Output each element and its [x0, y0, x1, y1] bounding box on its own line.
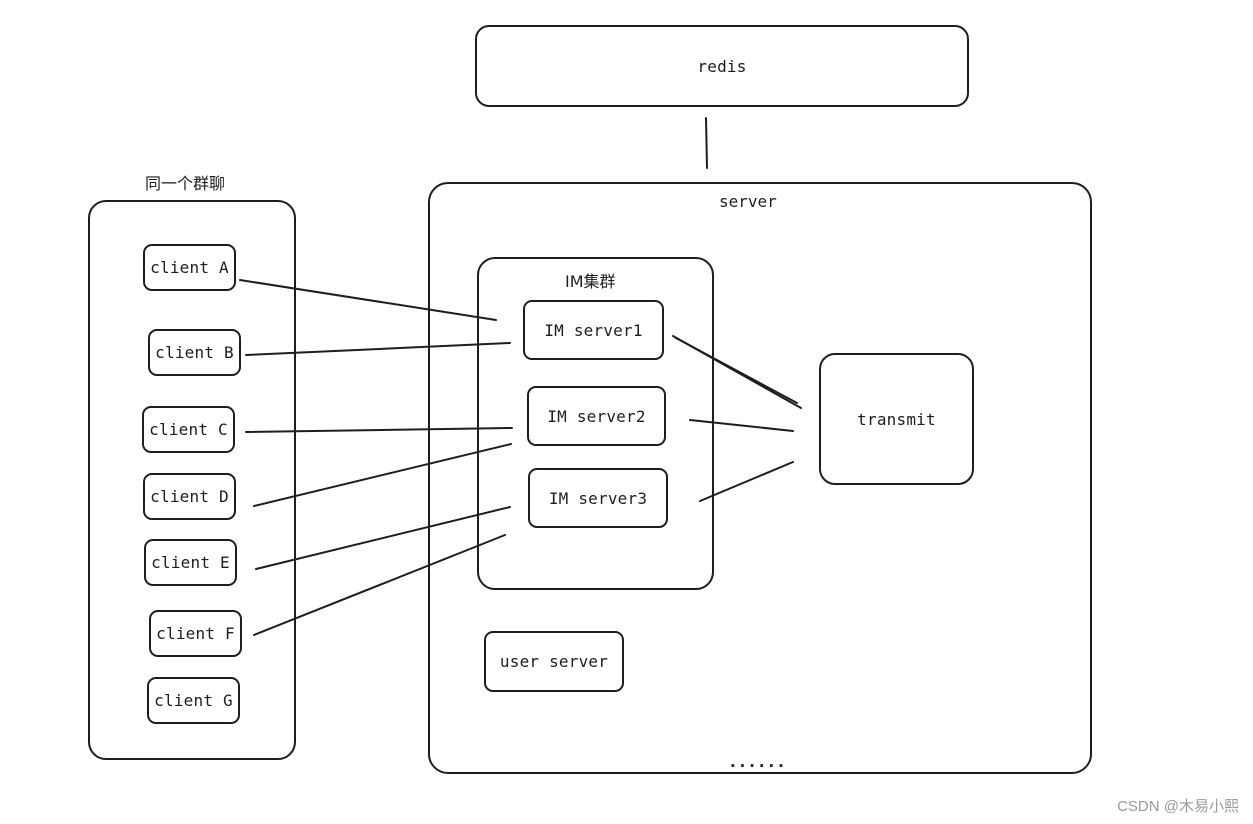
client-label: client D [150, 487, 229, 506]
user-server-label: user server [499, 652, 609, 671]
im-server-node: IM server1 [523, 300, 664, 360]
transmit-node: transmit [819, 353, 974, 485]
transmit-label: transmit [857, 409, 936, 429]
im-cluster-title: IM集群 [565, 272, 616, 291]
im-server-node: IM server3 [528, 468, 668, 528]
group-title: 同一个群聊 [145, 174, 226, 193]
client-node: client A [143, 244, 236, 291]
client-node: client C [142, 406, 235, 453]
edge-redis-server [705, 117, 708, 169]
server-ellipsis: ...... [728, 752, 786, 771]
client-label: client E [151, 553, 230, 572]
client-label: client F [156, 624, 235, 643]
client-label: client A [150, 258, 229, 277]
client-node: client B [148, 329, 241, 376]
server-label: server [719, 192, 777, 211]
client-label: client B [155, 343, 234, 362]
user-server-node: user server [484, 631, 624, 692]
redis-node: redis [475, 25, 969, 107]
client-node: client E [144, 539, 237, 586]
client-node: client F [149, 610, 242, 657]
client-node: client G [147, 677, 240, 724]
redis-label: redis [697, 56, 747, 76]
im-server-node: IM server2 [527, 386, 666, 446]
client-label: client C [149, 420, 228, 439]
client-node: client D [143, 473, 236, 520]
client-label: client G [154, 691, 233, 710]
im-server-label: IM server2 [547, 406, 646, 426]
im-server-label: IM server3 [548, 488, 648, 508]
im-server-label: IM server1 [544, 320, 643, 340]
watermark: CSDN @木易小熙 [1117, 798, 1239, 815]
